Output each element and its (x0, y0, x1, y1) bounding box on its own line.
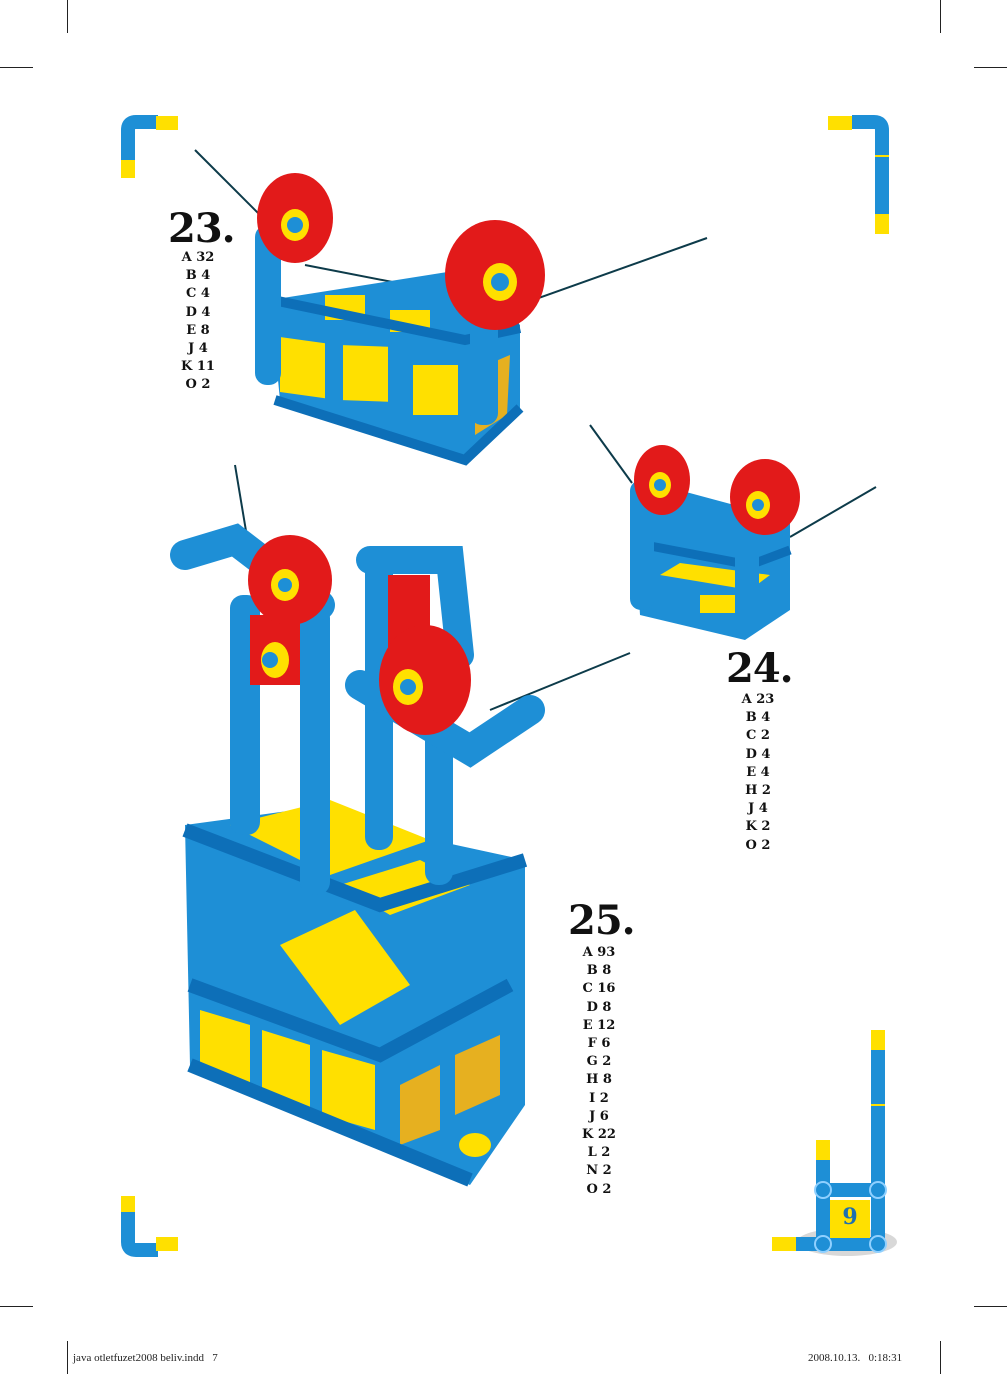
part-count: D 4 (185, 304, 211, 320)
model-23-illustration (194, 149, 708, 466)
part-count: B 8 (586, 963, 612, 979)
crop-mark (67, 0, 68, 33)
part-count: K 11 (181, 359, 215, 375)
part-count: A 93 (582, 945, 616, 960)
crop-mark (0, 1306, 33, 1307)
part-count: D 4 (745, 746, 771, 762)
part-count: O 2 (586, 1181, 612, 1197)
part-count: E 12 (582, 1017, 616, 1033)
part-count: L 2 (587, 1145, 611, 1161)
crop-mark (0, 67, 33, 68)
part-count: N 2 (586, 1163, 612, 1179)
part-count: F 6 (587, 1036, 611, 1052)
part-count: J 4 (188, 341, 208, 357)
part-count: C 16 (582, 981, 616, 997)
part-count: D 8 (586, 999, 612, 1015)
model-24-illustration (589, 424, 877, 640)
corner-bracket-bottom-left (121, 1196, 178, 1257)
corner-bracket-top-left (121, 115, 178, 178)
model-23-parts-list: A 32 B 4 C 4 D 4 E 8 J 4 K 11 O 2 (176, 249, 220, 395)
crop-mark (940, 1341, 941, 1374)
crop-mark (974, 1306, 1007, 1307)
part-count: A 32 (181, 250, 215, 265)
model-25-illustration (170, 464, 631, 1187)
part-count: C 2 (746, 728, 770, 744)
model-23-number: 23. (168, 205, 236, 252)
part-count: E 4 (746, 764, 770, 780)
footer-filename: java otletfuzet2008 beliv.indd 7 (73, 1352, 218, 1364)
part-count: I 2 (589, 1090, 609, 1106)
part-count: H 2 (745, 783, 771, 799)
model-24-parts-list: A 23 B 4 C 2 D 4 E 4 H 2 J 4 K 2 O 2 (736, 691, 780, 855)
part-count: K 22 (582, 1127, 616, 1143)
part-count: A 23 (741, 692, 775, 707)
crop-mark (940, 0, 941, 33)
part-count: K 2 (745, 819, 771, 835)
corner-bracket-bottom-right (772, 1030, 897, 1256)
part-count: J 6 (589, 1108, 609, 1124)
part-count: O 2 (745, 837, 771, 853)
crop-mark (974, 67, 1007, 68)
model-24-number: 24. (726, 645, 794, 692)
part-count: C 4 (186, 286, 210, 302)
crop-mark (67, 1341, 68, 1374)
part-count: B 4 (745, 710, 771, 726)
part-count: O 2 (185, 377, 211, 393)
model-25-parts-list: A 93 B 8 C 16 D 8 E 12 F 6 G 2 H 8 I 2 J… (577, 944, 621, 1199)
footer-timestamp: 2008.10.13. 0:18:31 (808, 1352, 903, 1364)
part-count: G 2 (586, 1054, 612, 1070)
part-count: J 4 (748, 801, 768, 817)
model-25-number: 25. (568, 897, 636, 944)
part-count: H 8 (586, 1072, 612, 1088)
part-count: B 4 (185, 268, 211, 284)
page-number-badge: 9 (842, 1204, 858, 1230)
part-count: E 8 (186, 322, 210, 338)
corner-bracket-top-right (828, 115, 889, 234)
